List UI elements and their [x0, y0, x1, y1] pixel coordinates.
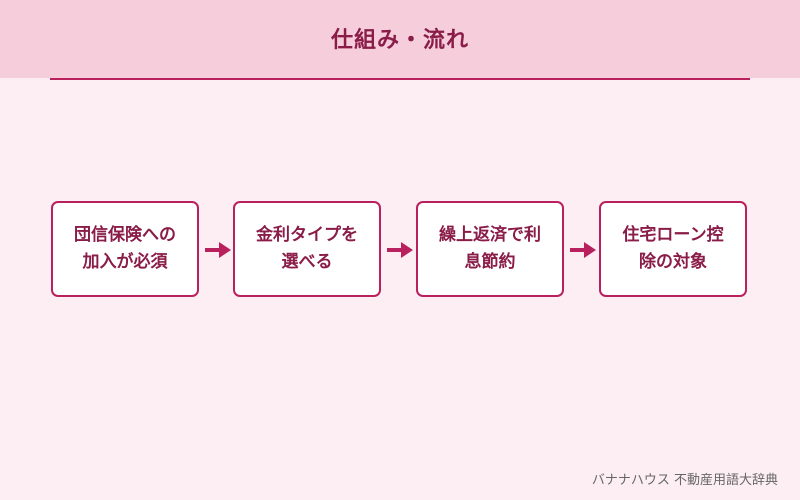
footer-credit: バナナハウス 不動産用語大辞典	[591, 473, 778, 488]
step-box-2: 金利タイプを選べる	[233, 201, 381, 297]
arrow-right-icon	[205, 242, 231, 258]
header-divider	[50, 78, 750, 80]
step-box-4: 住宅ローン控除の対象	[599, 201, 747, 297]
arrow-right-icon	[387, 242, 413, 258]
step-label-1: 団信保険への加入が必須	[74, 225, 176, 272]
step-label-3: 繰上返済で利息節約	[439, 225, 541, 272]
step-label-2: 金利タイプを選べる	[256, 225, 358, 272]
step-label-4: 住宅ローン控除の対象	[622, 225, 724, 272]
header-band	[0, 0, 800, 78]
arrow-right-icon	[570, 242, 596, 258]
page-title: 仕組み・流れ	[330, 28, 469, 53]
step-box-3: 繰上返済で利息節約	[416, 201, 564, 297]
step-box-1: 団信保険への加入が必須	[51, 201, 199, 297]
